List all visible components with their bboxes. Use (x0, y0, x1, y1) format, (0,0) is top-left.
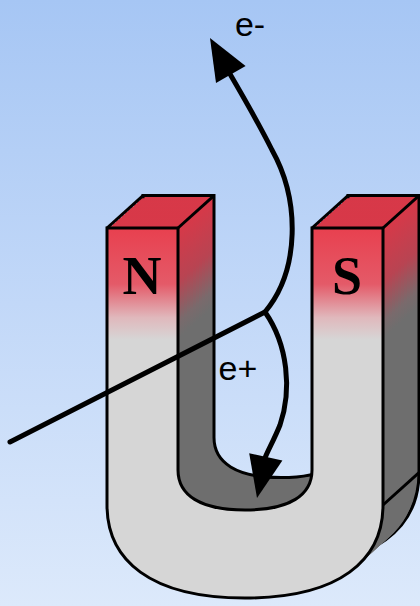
particle-label: e+ (219, 351, 258, 385)
electron-arrowhead (210, 38, 246, 83)
positron-track (265, 312, 287, 458)
magnet-front (107, 228, 383, 598)
pole-label: S (332, 249, 362, 303)
electron-track (230, 74, 292, 312)
positron-arrowhead (249, 453, 282, 498)
pole-label: N (123, 249, 162, 303)
particle-tracks (10, 74, 292, 458)
particle-label: e- (235, 7, 265, 41)
incoming-track (10, 312, 265, 442)
